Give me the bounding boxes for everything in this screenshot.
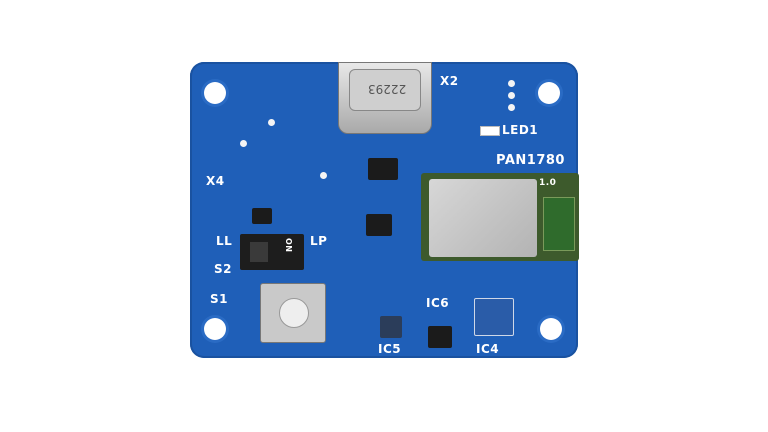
rf-shield [429,179,537,257]
label-ll: LL [216,234,233,248]
label-led1: LED1 [502,123,539,137]
usb-marking: 22293 [368,82,407,96]
ic4-sensor [474,298,514,336]
label-ic4: IC4 [476,342,500,356]
switch-knob[interactable] [250,242,268,262]
via [320,172,327,179]
label-s2: S2 [214,262,232,276]
mounting-hole [540,318,562,340]
ic6-chip [428,326,452,348]
label-pan1780: PAN1780 [496,153,565,168]
ic-chip [366,214,392,236]
mounting-hole [204,82,226,104]
button-cap[interactable] [279,298,309,328]
label-x2: X2 [440,74,459,88]
ic-chip [252,208,272,224]
antenna [543,197,575,251]
label-x4: X4 [206,174,225,188]
push-button-s1[interactable] [260,283,326,343]
slide-switch-s2[interactable]: ON [240,234,304,270]
via [268,119,275,126]
ic-chip [368,158,398,180]
mounting-hole [204,318,226,340]
via [508,92,515,99]
ic5-chip [380,316,402,338]
label-ic5: IC5 [378,342,402,356]
label-s1: S1 [210,292,228,306]
led [480,126,500,136]
switch-on-label: ON [284,238,293,253]
usb-c-connector: 22293 [338,62,432,134]
pan1780-module: 1.0 [421,173,579,261]
usb-c-port: 22293 [349,69,421,111]
mounting-hole [538,82,560,104]
label-ic6: IC6 [426,296,450,310]
via [240,140,247,147]
via [508,104,515,111]
module-version: 1.0 [539,178,557,188]
label-lp: LP [310,234,328,248]
via [508,80,515,87]
